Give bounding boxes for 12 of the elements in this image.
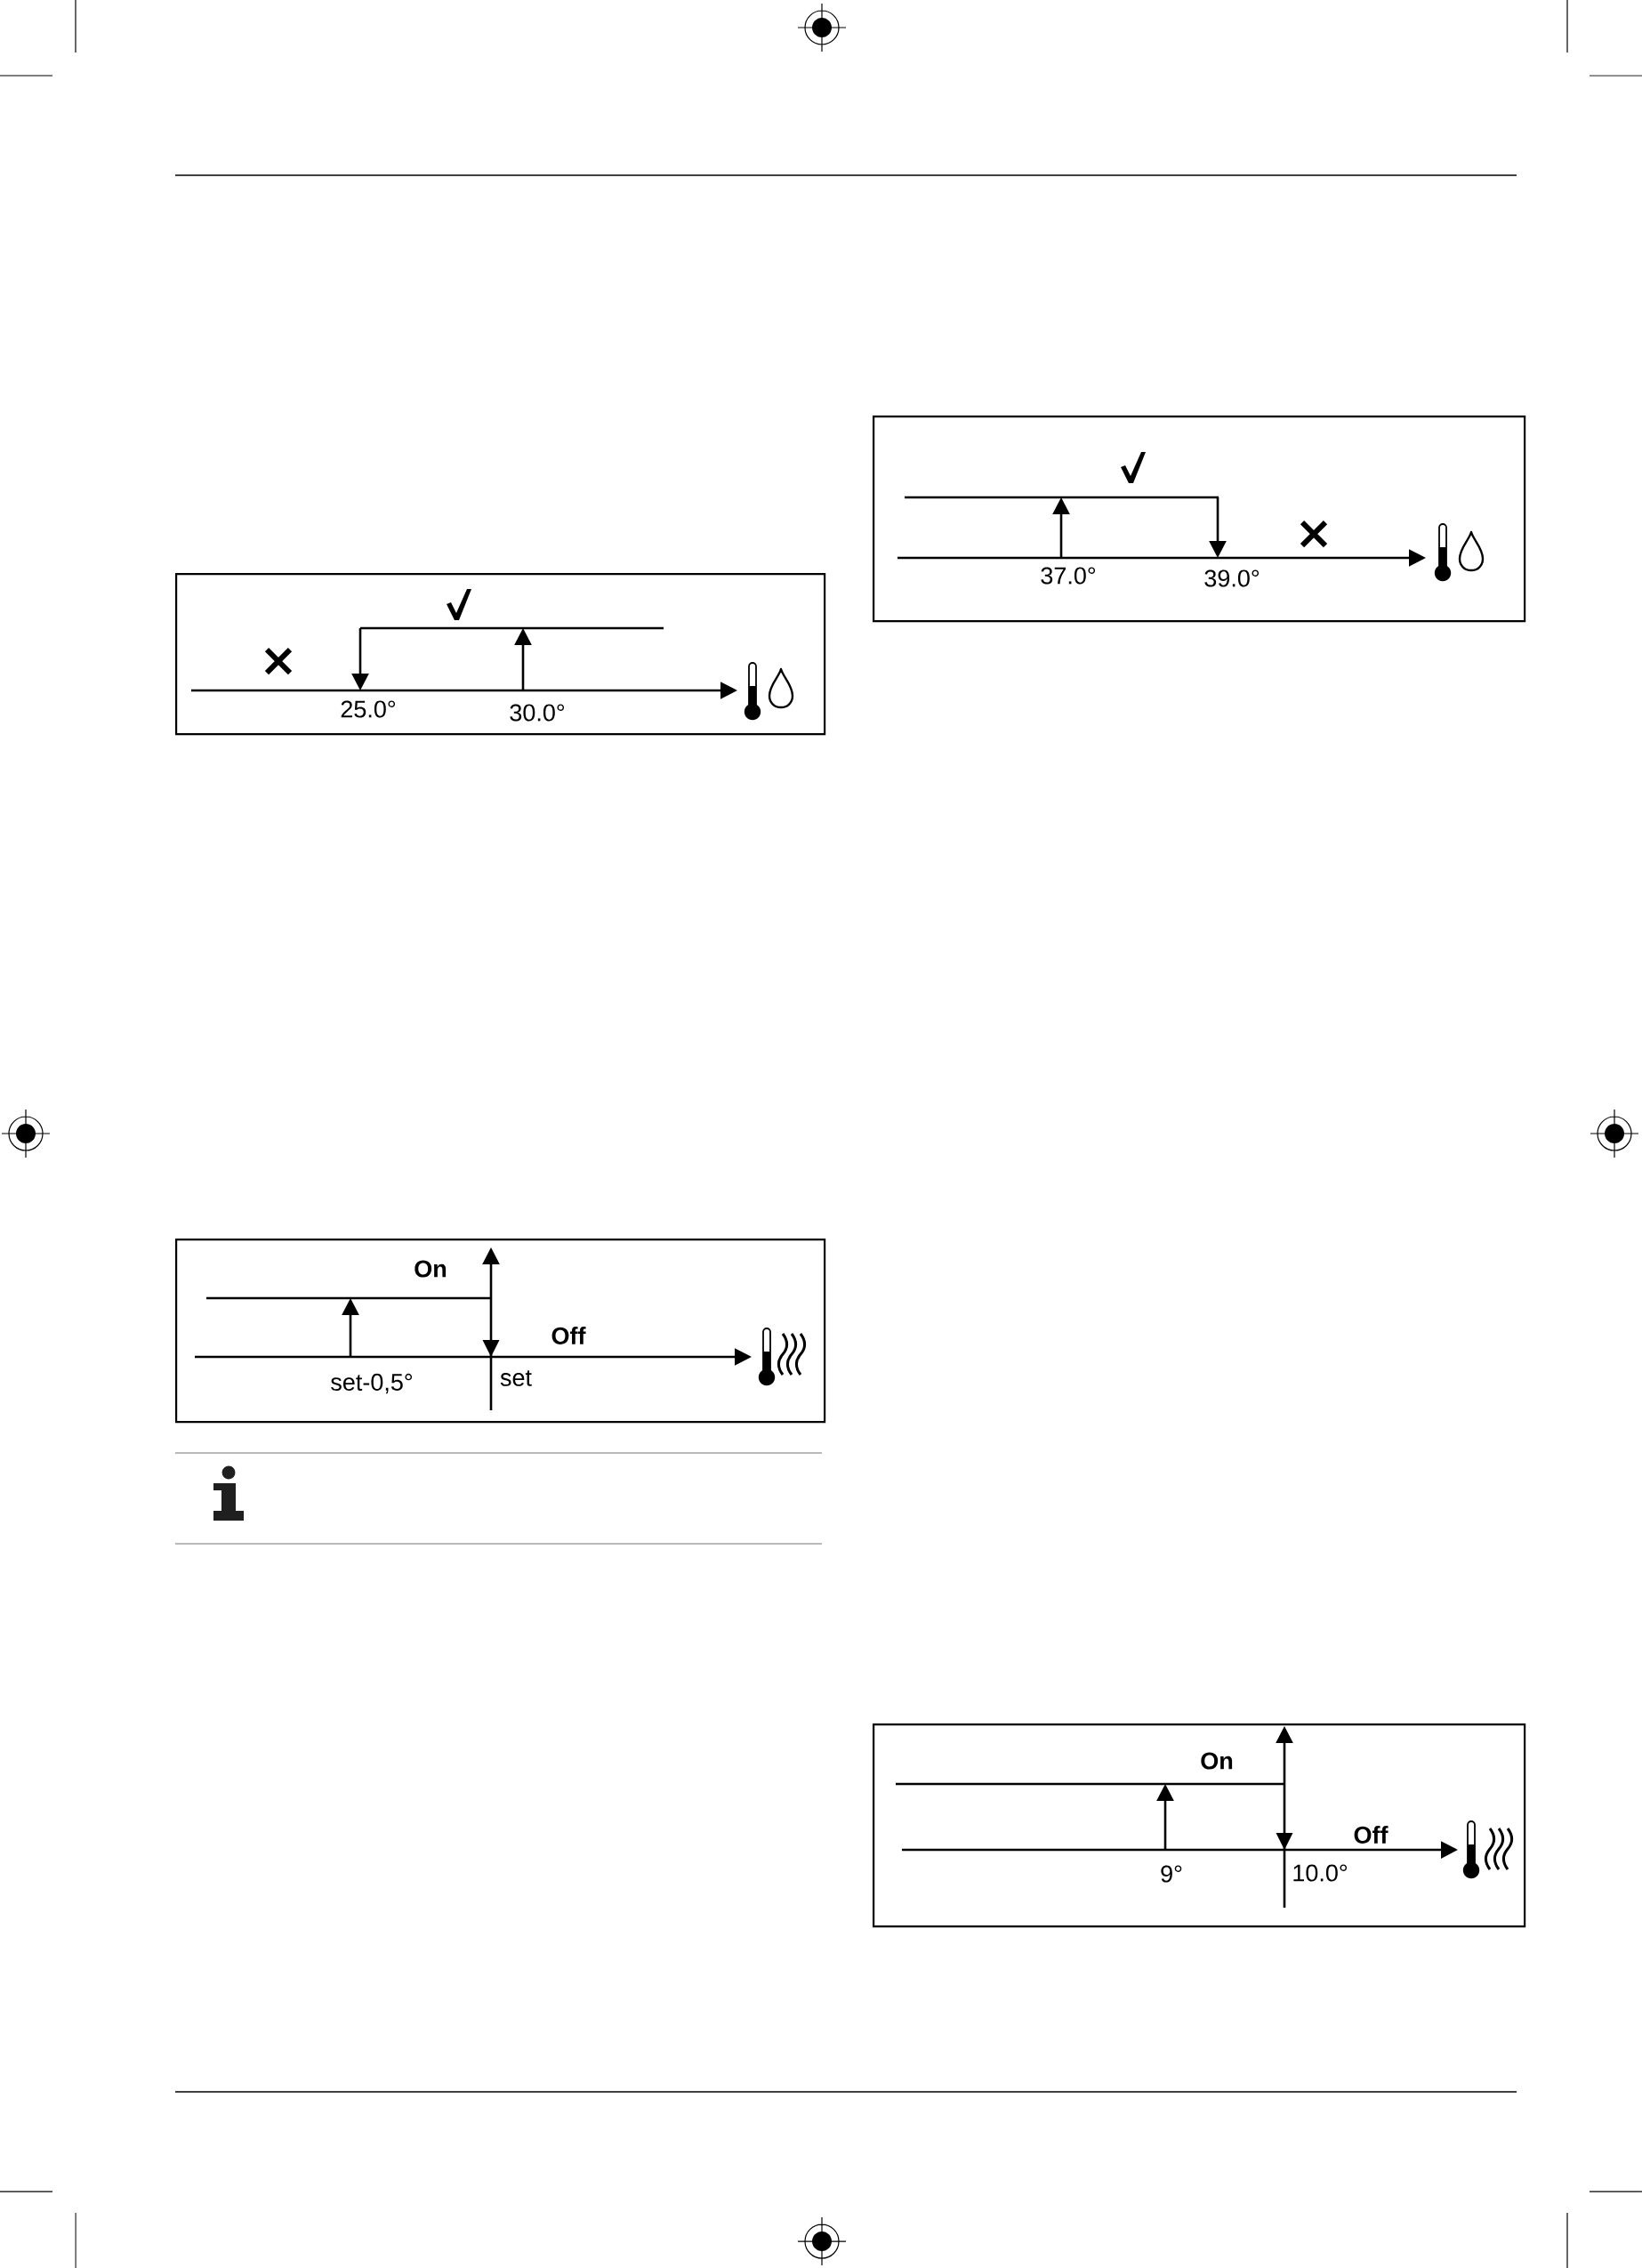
- temperature-label: 30.0°: [510, 704, 565, 722]
- temperature-label: 9°: [1161, 1865, 1182, 1883]
- temperature-label: 39.0°: [1204, 569, 1260, 587]
- state-label: Off: [1354, 1826, 1388, 1844]
- setpoint-label: set-0,5°: [331, 1373, 413, 1394]
- setpoint-label: set: [500, 1370, 532, 1386]
- state-label: On: [415, 1260, 447, 1278]
- temperature-label: 25.0°: [341, 700, 396, 718]
- state-label: On: [1201, 1752, 1233, 1770]
- state-label: Off: [551, 1327, 586, 1344]
- temperature-label: 10.0°: [1293, 1864, 1348, 1882]
- temperature-label: 37.0°: [1041, 567, 1096, 585]
